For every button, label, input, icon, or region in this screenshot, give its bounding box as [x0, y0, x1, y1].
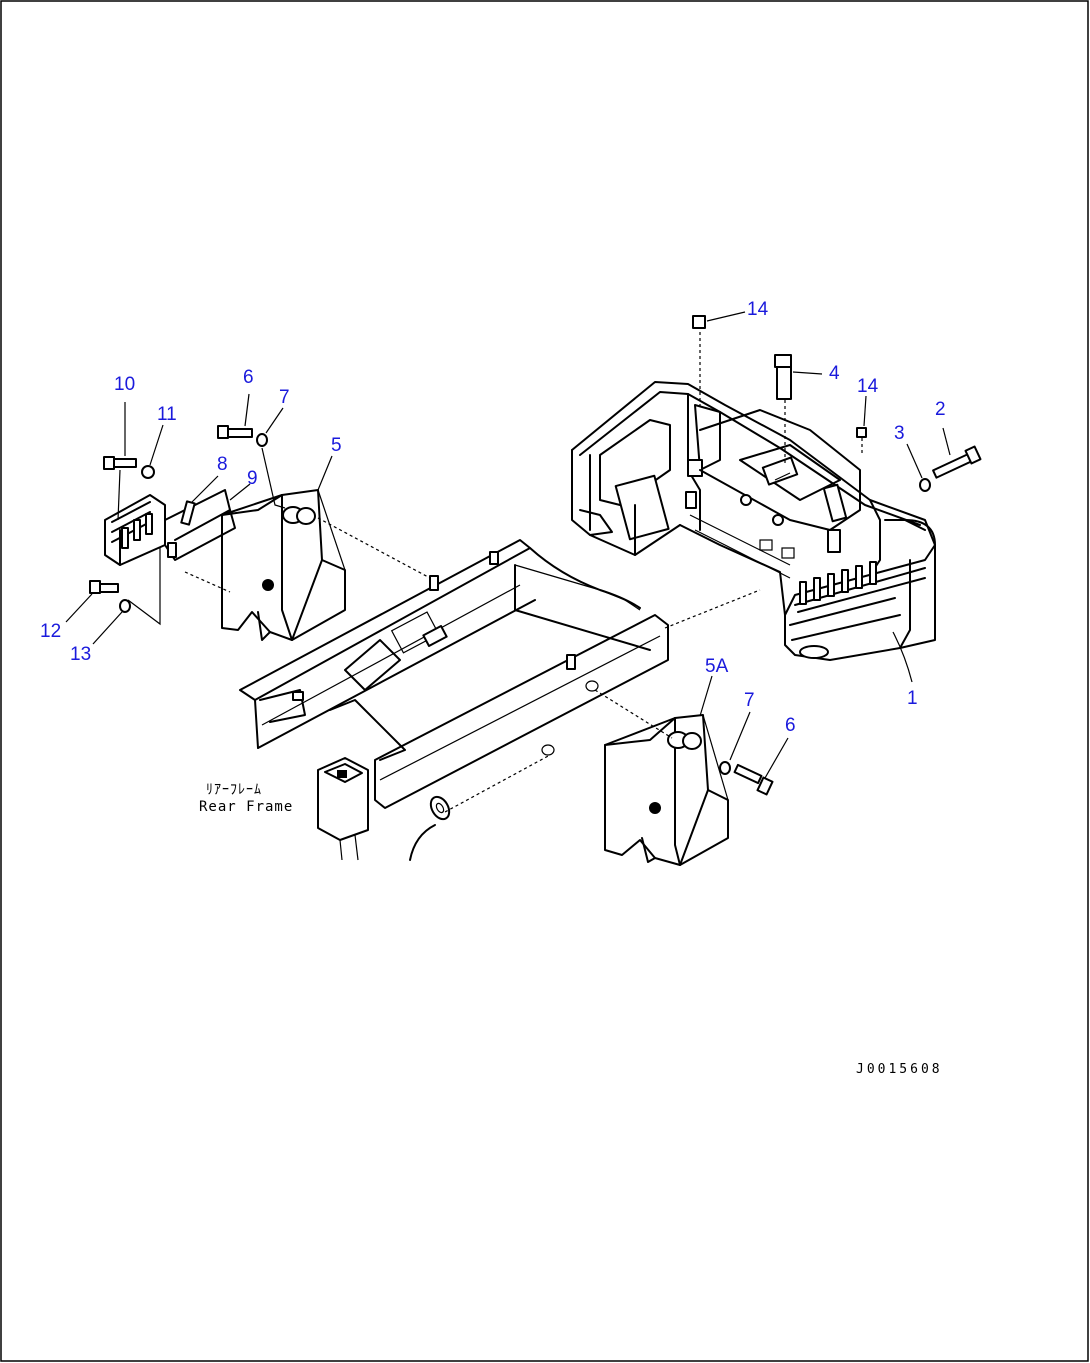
rear-frame	[239, 539, 669, 861]
nut-14-upper	[692, 315, 706, 329]
callout-9: 9	[247, 468, 258, 489]
washer-7-lower	[719, 761, 731, 775]
callout-6-upper: 6	[243, 367, 254, 388]
bolt-10-shank	[113, 458, 137, 468]
washer-13	[119, 599, 131, 613]
bolt-2	[932, 453, 972, 479]
callout-14-upper: 14	[747, 299, 769, 320]
callouts: 10 11 6 7 8 9 5 12 13 14 4 14 3 2 1 5A 7…	[40, 299, 946, 736]
callout-2: 2	[935, 399, 946, 420]
nut-14-right	[856, 427, 867, 438]
bolt-2-head	[964, 445, 982, 465]
bracket-5A	[604, 714, 729, 866]
washer-3	[919, 478, 931, 492]
callout-6-lower: 6	[785, 715, 796, 736]
callout-10: 10	[114, 374, 135, 395]
pin-4-head	[774, 354, 792, 368]
hardware	[89, 315, 982, 796]
bolt-6-lower-head	[756, 776, 774, 796]
rear-frame-label-jp: ﾘｱｰﾌﾚｰﾑ	[206, 782, 262, 798]
bracket-5	[221, 489, 347, 641]
step-bracket	[104, 489, 236, 566]
washer-11	[141, 465, 155, 479]
bolt-10	[103, 456, 115, 470]
drawing-code: J0015608	[856, 1062, 943, 1077]
callout-3: 3	[894, 423, 905, 444]
bolt-12-shank	[99, 583, 119, 593]
pin-4-body	[776, 366, 792, 400]
callout-5A: 5A	[705, 656, 729, 677]
rear-frame-label-en: Rear Frame	[199, 799, 293, 815]
bolt-6-lower	[733, 763, 763, 785]
bolt-6-upper-shank	[227, 428, 253, 438]
callout-12: 12	[40, 621, 61, 642]
callout-14-right: 14	[857, 376, 879, 397]
callout-1: 1	[907, 688, 918, 709]
callout-7-lower: 7	[744, 690, 755, 711]
counterweight-1	[571, 381, 936, 661]
washer-7-upper	[256, 433, 268, 447]
assembly-lines	[117, 332, 863, 813]
leader-lines	[65, 311, 951, 779]
callout-7-upper: 7	[279, 387, 290, 408]
callout-5: 5	[331, 435, 342, 456]
callout-13: 13	[70, 644, 91, 665]
callout-11: 11	[157, 404, 177, 425]
callout-8: 8	[217, 454, 228, 475]
bolt-6-upper	[217, 425, 229, 439]
bolt-12	[89, 580, 101, 594]
callout-4: 4	[829, 363, 840, 384]
